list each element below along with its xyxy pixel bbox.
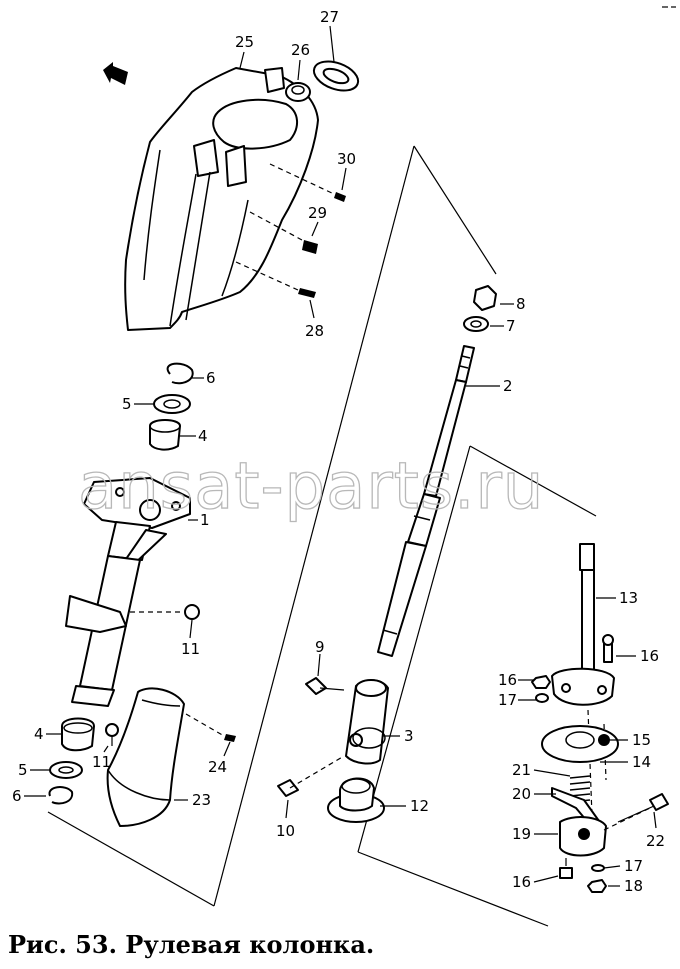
callout-11-upper: 11 <box>181 640 200 658</box>
washer-7 <box>463 316 489 332</box>
bolt-11-upper <box>130 604 200 620</box>
callout-25: 25 <box>235 33 254 51</box>
clip-6-upper <box>166 362 194 385</box>
callout-7: 7 <box>506 317 516 335</box>
joint-19 <box>559 807 651 857</box>
column-tube-1 <box>65 477 191 707</box>
callout-numbers: 25 26 27 30 29 28 8 7 2 6 5 4 1 11 4 11 … <box>12 8 665 895</box>
leader-lines <box>24 25 657 887</box>
nut-18 <box>587 879 607 893</box>
callout-6-upper: 6 <box>206 369 216 387</box>
callout-30: 30 <box>337 150 356 168</box>
callout-17-left: 17 <box>498 691 517 709</box>
callout-5-upper: 5 <box>122 395 132 413</box>
callout-4-lower: 4 <box>34 725 44 743</box>
callout-13: 13 <box>619 589 638 607</box>
column-cover-upper <box>124 67 319 331</box>
steering-shaft-2 <box>377 345 475 657</box>
callout-17-right: 17 <box>624 857 643 875</box>
callout-14: 14 <box>632 753 651 771</box>
callout-5-lower: 5 <box>18 761 28 779</box>
callout-15: 15 <box>632 731 651 749</box>
callout-6-lower: 6 <box>12 787 22 805</box>
washer-5-upper <box>153 394 191 414</box>
callout-1: 1 <box>200 511 210 529</box>
callout-21: 21 <box>512 761 531 779</box>
screw-29 <box>249 211 318 254</box>
figure-caption: Рис. 53. Рулевая колонка. <box>8 930 375 959</box>
callout-3: 3 <box>404 727 414 745</box>
callout-20: 20 <box>512 785 531 803</box>
callout-22: 22 <box>646 832 665 850</box>
bolt-16-upper <box>602 634 614 663</box>
callout-19: 19 <box>512 825 531 843</box>
callout-26: 26 <box>291 41 310 59</box>
washer-17-lower <box>591 864 605 872</box>
callout-2: 2 <box>503 377 513 395</box>
screw-28 <box>235 261 316 298</box>
washer-5-lower <box>49 761 83 779</box>
clip-6-lower <box>48 786 74 805</box>
seal-boot-12 <box>327 777 385 823</box>
nut-8 <box>473 285 497 311</box>
callout-11-lower: 11 <box>92 753 111 771</box>
bushing-4-upper <box>149 419 181 451</box>
callout-27: 27 <box>320 8 339 26</box>
bolt-16-lower <box>559 858 573 879</box>
watermark: ansat-parts.ru <box>78 450 544 524</box>
washer-17-left <box>535 693 549 703</box>
callout-29: 29 <box>308 204 327 222</box>
column-cover-lower-23 <box>106 687 185 827</box>
callout-28: 28 <box>305 322 324 340</box>
callout-12: 12 <box>410 797 429 815</box>
bushing-4-lower <box>61 717 95 752</box>
screw-24 <box>185 713 236 742</box>
callout-16-bottom: 16 <box>512 873 531 891</box>
callout-10: 10 <box>276 822 295 840</box>
callout-8: 8 <box>516 295 526 313</box>
spring-21 <box>569 775 591 803</box>
callout-24: 24 <box>208 758 227 776</box>
shaft-assembly-frame <box>213 145 607 927</box>
flange-14 <box>541 725 619 763</box>
front-arrow-icon <box>103 62 128 85</box>
callout-9: 9 <box>315 638 325 656</box>
grommet-26 <box>285 82 311 102</box>
intermediate-shaft-13 <box>551 543 615 706</box>
callout-4-upper: 4 <box>198 427 208 445</box>
screw-30 <box>269 163 346 202</box>
bolt-10 <box>277 755 345 797</box>
callout-16-left: 16 <box>498 671 517 689</box>
bolt-9 <box>305 677 345 695</box>
callout-18: 18 <box>624 877 643 895</box>
universal-joint-3 <box>345 679 389 765</box>
bolt-11-lower <box>105 723 119 746</box>
bolt-22 <box>617 793 669 823</box>
nut-16-left <box>531 675 551 689</box>
callout-23: 23 <box>192 791 211 809</box>
callout-16-right: 16 <box>640 647 659 665</box>
seal-27 <box>312 60 360 92</box>
